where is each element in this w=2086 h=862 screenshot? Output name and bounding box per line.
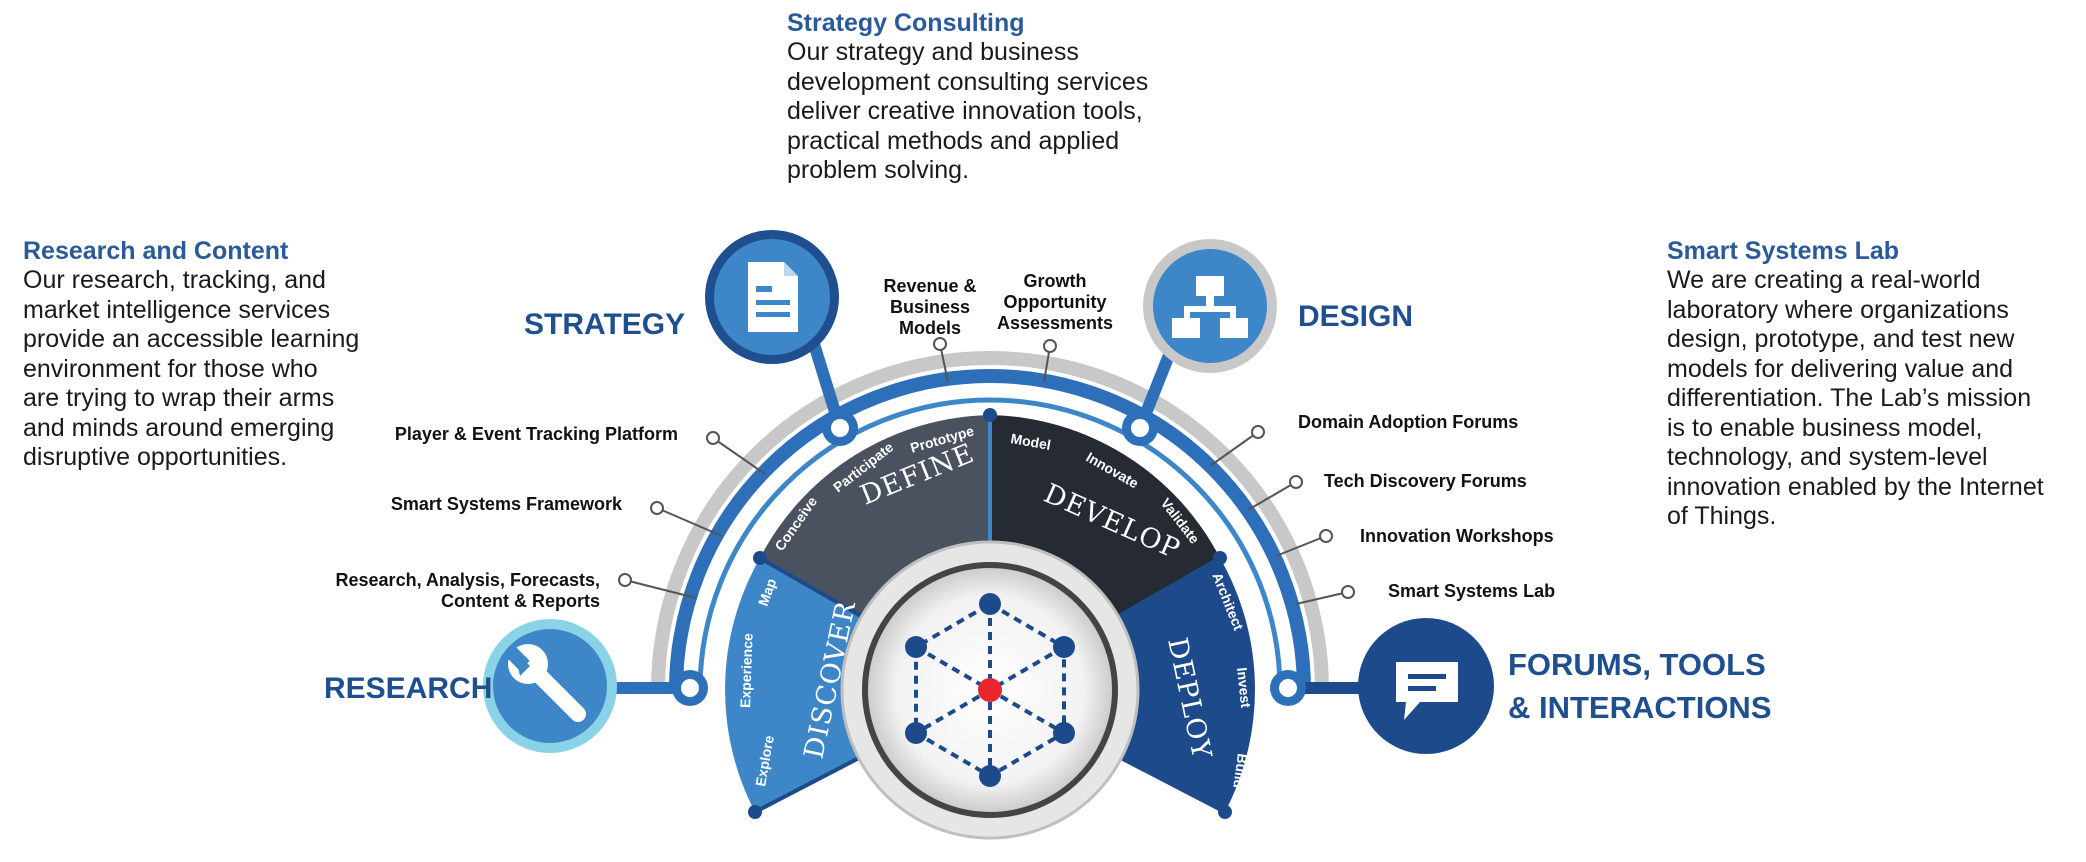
research-content-line: provide an accessible learning bbox=[23, 325, 360, 353]
research-content-line: are trying to wrap their arms bbox=[23, 384, 335, 412]
strategy-consulting-line: development consulting services bbox=[787, 67, 1149, 96]
research-pillar: RESEARCH bbox=[324, 619, 617, 753]
smart-systems-lab-line: of Things. bbox=[1667, 502, 1777, 530]
chat-bubble-icon bbox=[1396, 662, 1458, 720]
strategy-consulting-line: problem solving. bbox=[787, 156, 970, 184]
strategy-consulting-line: Our strategy and business bbox=[787, 38, 1079, 66]
research-content-line: and minds around emerging bbox=[23, 413, 335, 442]
hub-center-node bbox=[978, 678, 1002, 702]
divider-dot bbox=[753, 551, 767, 565]
callout-tech: Tech Discovery Forums bbox=[1324, 471, 1527, 491]
inner-blue-ring bbox=[697, 397, 1283, 691]
ring-node bbox=[1270, 670, 1306, 706]
strategy-consulting-block: Strategy Consulting Our strategy and bus… bbox=[787, 8, 1148, 186]
smart-systems-lab-title: Smart Systems Lab bbox=[1667, 237, 1900, 265]
smart-systems-lab-line: laboratory where organizations bbox=[1667, 295, 2009, 324]
strategy-consulting-title: Strategy Consulting bbox=[787, 9, 1025, 37]
phase-build: Build bbox=[1230, 753, 1251, 790]
callout-research-reports-line: Content & Reports bbox=[441, 591, 600, 611]
outer-blue-ring bbox=[669, 369, 1311, 691]
callout-workshops: Innovation Workshops bbox=[1360, 526, 1554, 546]
research-content-line: Our research, tracking, and bbox=[23, 266, 326, 294]
phase-model: Model bbox=[1009, 430, 1052, 453]
callout-growth-line: Growth bbox=[1024, 271, 1087, 291]
callout-research-reports-line: Research, Analysis, Forecasts, bbox=[336, 570, 600, 590]
smart-systems-lab-line: innovation enabled by the Internet bbox=[1667, 472, 2044, 501]
smart-systems-lab-line: We are creating a real-world bbox=[1667, 266, 1981, 294]
outer-grey-ring bbox=[651, 351, 1329, 691]
phase-invest: Invest bbox=[1234, 667, 1254, 709]
ring-node bbox=[822, 410, 858, 446]
ring-node bbox=[672, 670, 708, 706]
smart-systems-lab-line: differentiation. The Lab’s mission bbox=[1667, 384, 2032, 412]
hub-nodes bbox=[905, 593, 1075, 787]
hierarchy-icon bbox=[1172, 276, 1248, 338]
wrench-icon bbox=[504, 644, 586, 722]
forums-label-line1: FORUMS, TOOLS bbox=[1508, 647, 1766, 682]
smart-systems-lab-line: is to enable business model, bbox=[1667, 413, 1983, 442]
design-label: DESIGN bbox=[1298, 300, 1413, 333]
strategy-consulting-line: practical methods and applied bbox=[787, 126, 1120, 155]
smart-systems-lab-line: technology, and system-level bbox=[1667, 443, 1988, 471]
callout-growth-line: Opportunity bbox=[1004, 292, 1107, 312]
design-pillar: DESIGN bbox=[1143, 239, 1413, 373]
callout-leaders bbox=[618, 337, 1355, 605]
research-content-title: Research and Content bbox=[23, 237, 289, 265]
callout-domain: Domain Adoption Forums bbox=[1298, 412, 1518, 432]
divider-dot bbox=[748, 805, 762, 819]
divider-dot bbox=[983, 408, 997, 422]
smart-systems-lab-line: design, prototype, and test new bbox=[1667, 325, 2015, 353]
smart-systems-lab-line: models for delivering value and bbox=[1667, 354, 2014, 383]
strategy-pillar: STRATEGY bbox=[524, 230, 839, 364]
callout-revenue-line: Models bbox=[899, 318, 961, 338]
forums-pillar: FORUMS, TOOLS & INTERACTIONS bbox=[1358, 618, 1772, 754]
research-content-line: environment for those who bbox=[23, 354, 318, 383]
callout-revenue-line: Business bbox=[890, 297, 970, 317]
research-content-line: market intelligence services bbox=[23, 295, 331, 324]
forums-label-line2: & INTERACTIONS bbox=[1508, 690, 1772, 725]
research-content-block: Research and Content Our research, track… bbox=[23, 236, 359, 473]
phase-experience: Experience bbox=[737, 633, 756, 708]
document-icon bbox=[748, 262, 798, 332]
smart-systems-lab-block: Smart Systems Lab We are creating a real… bbox=[1667, 236, 2044, 532]
strategy-consulting-line: deliver creative innovation tools, bbox=[787, 97, 1143, 125]
divider-dot bbox=[1213, 551, 1227, 565]
research-label: RESEARCH bbox=[324, 672, 492, 705]
callout-growth-line: Assessments bbox=[997, 313, 1113, 333]
callout-lab: Smart Systems Lab bbox=[1388, 581, 1555, 601]
ring-node bbox=[1122, 410, 1158, 446]
callout-player: Player & Event Tracking Platform bbox=[395, 424, 678, 444]
callout-framework: Smart Systems Framework bbox=[391, 494, 623, 514]
callout-revenue-line: Revenue & bbox=[883, 276, 976, 296]
divider-dot bbox=[1218, 805, 1232, 819]
research-content-line: disruptive opportunities. bbox=[23, 443, 288, 471]
strategy-label: STRATEGY bbox=[524, 308, 685, 341]
